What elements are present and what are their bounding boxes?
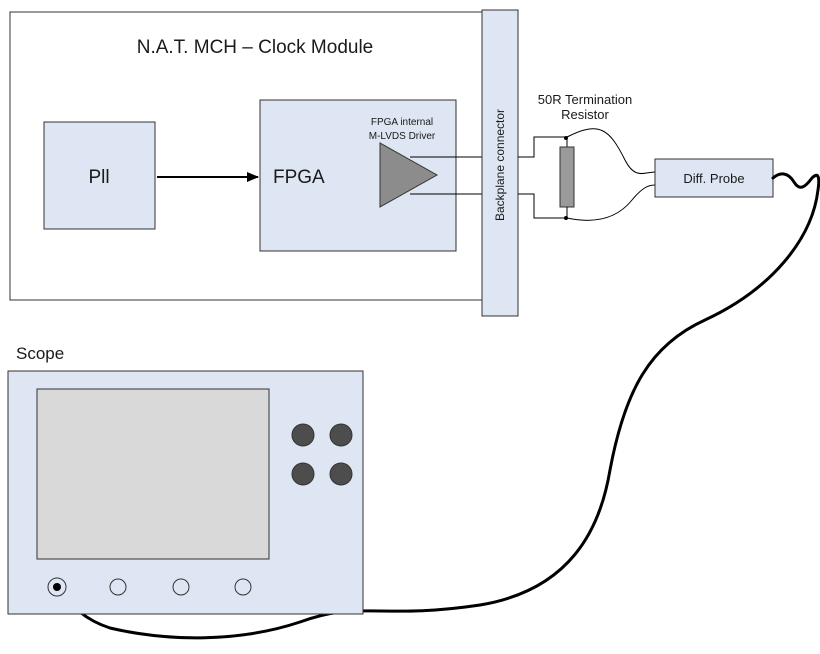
scope-input-1-center bbox=[53, 583, 61, 591]
clock-module-title: N.A.T. MCH – Clock Module bbox=[137, 37, 374, 58]
scope-knob-2 bbox=[329, 423, 353, 447]
scope-knob-3 bbox=[291, 462, 315, 486]
term-top-line bbox=[518, 136, 567, 158]
scope-label: Scope bbox=[16, 344, 64, 363]
backplane-connector bbox=[481, 9, 519, 317]
termination-resistor bbox=[559, 146, 575, 208]
scope-input-4 bbox=[234, 578, 252, 596]
driver-label-line1: FPGA internal bbox=[371, 117, 433, 128]
scope-screen bbox=[36, 388, 270, 560]
scope-input-2 bbox=[109, 578, 127, 596]
pll-block bbox=[43, 121, 156, 230]
termination-label-line2: Resistor bbox=[561, 107, 609, 122]
scope-knob-4 bbox=[329, 462, 353, 486]
probe-cable bbox=[55, 172, 820, 640]
diff-probe-label: Diff. Probe bbox=[683, 171, 744, 186]
probe-lead-top bbox=[566, 128, 656, 174]
termination-label-line1: 50R Termination bbox=[538, 92, 632, 107]
scope-input-1 bbox=[47, 577, 67, 597]
driver-label-line2: M-LVDS Driver bbox=[369, 131, 436, 142]
diff-probe-box bbox=[654, 158, 774, 198]
term-bottom-line bbox=[518, 193, 567, 219]
scope-input-3 bbox=[172, 578, 190, 596]
pll-label: Pll bbox=[88, 167, 109, 188]
fpga-label: FPGA bbox=[273, 167, 325, 188]
backplane-label: Backplane connector bbox=[493, 109, 507, 221]
resistor-bottom-node bbox=[564, 216, 568, 220]
mlvds-driver-triangle bbox=[379, 142, 439, 208]
scope-knob-1 bbox=[291, 423, 315, 447]
probe-lead-bottom bbox=[566, 184, 656, 221]
